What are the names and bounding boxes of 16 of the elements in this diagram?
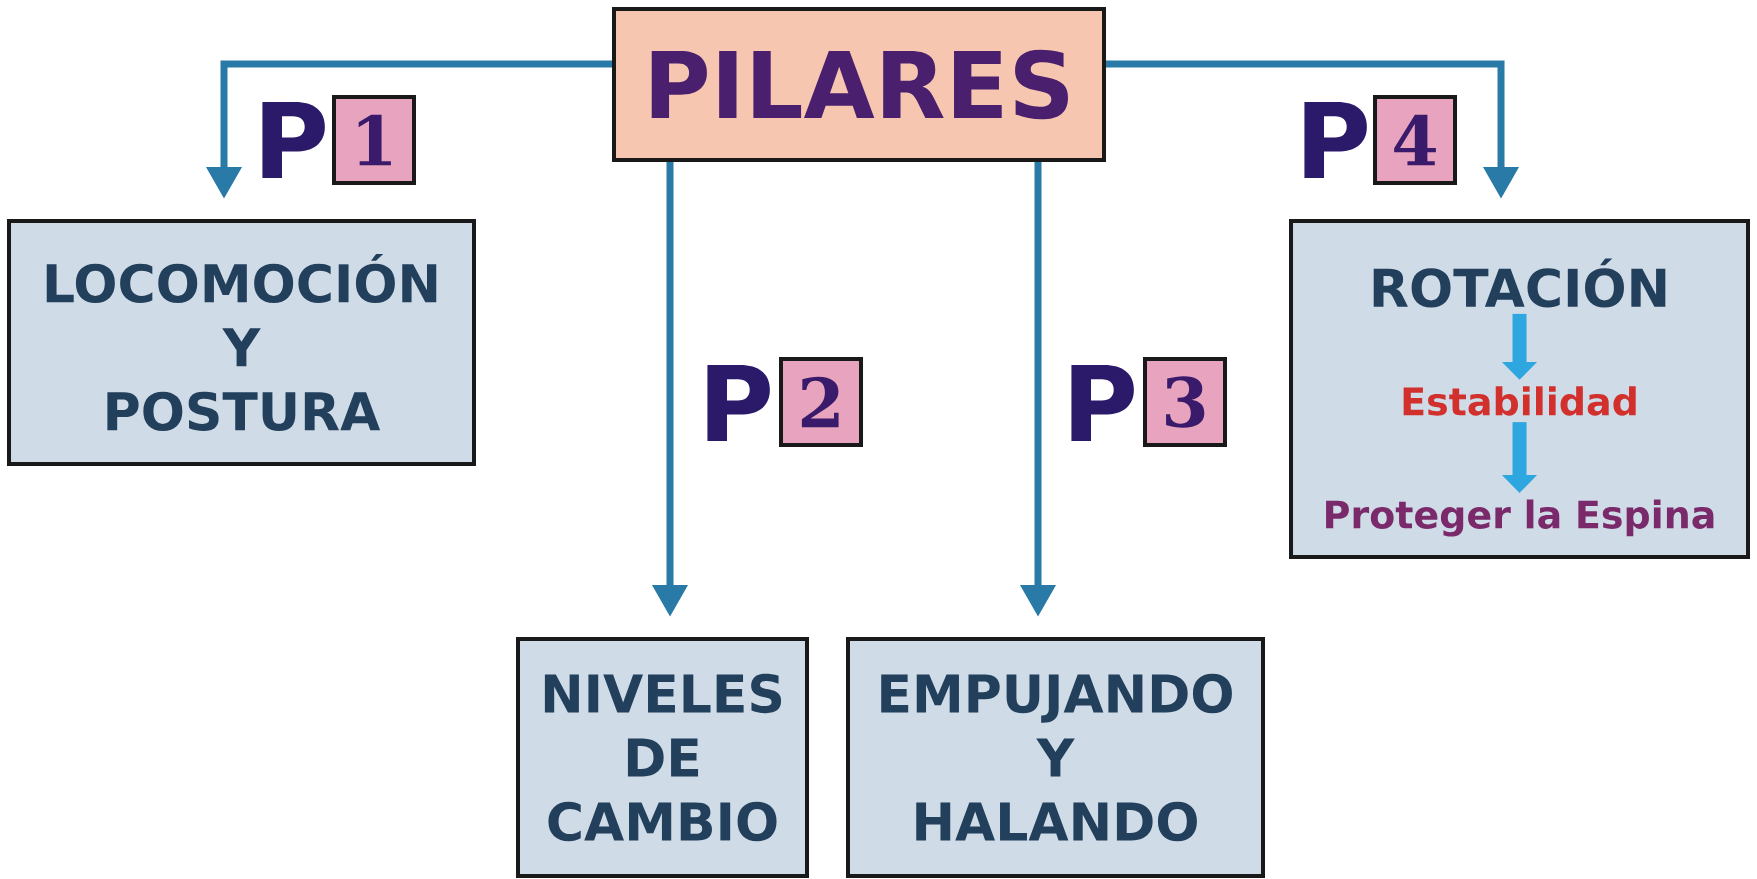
concept-box: NIVELES DE CAMBIO: [516, 637, 809, 878]
concept-text: Proteger la Espina: [1326, 499, 1714, 537]
number-badge: 2: [779, 357, 863, 447]
concept-box: EMPUJANDO Y HALANDO: [846, 637, 1265, 878]
p-letter: P: [1071, 365, 1134, 441]
number-badge: 1: [332, 95, 416, 185]
number-badge: 3: [1143, 357, 1227, 447]
p-letter: P: [707, 365, 770, 441]
concept-box: LOCOMOCIÓN Y POSTURA: [7, 219, 476, 466]
p-letter: P: [262, 102, 325, 178]
p-letter: P: [1304, 102, 1367, 178]
number-badge: 4: [1373, 95, 1457, 185]
title-box: PILARES: [612, 7, 1106, 162]
concept-box: [1289, 219, 1750, 559]
concept-text: Estabilidad: [1403, 386, 1636, 416]
heading-text: ROTACIÓN: [1373, 258, 1666, 308]
